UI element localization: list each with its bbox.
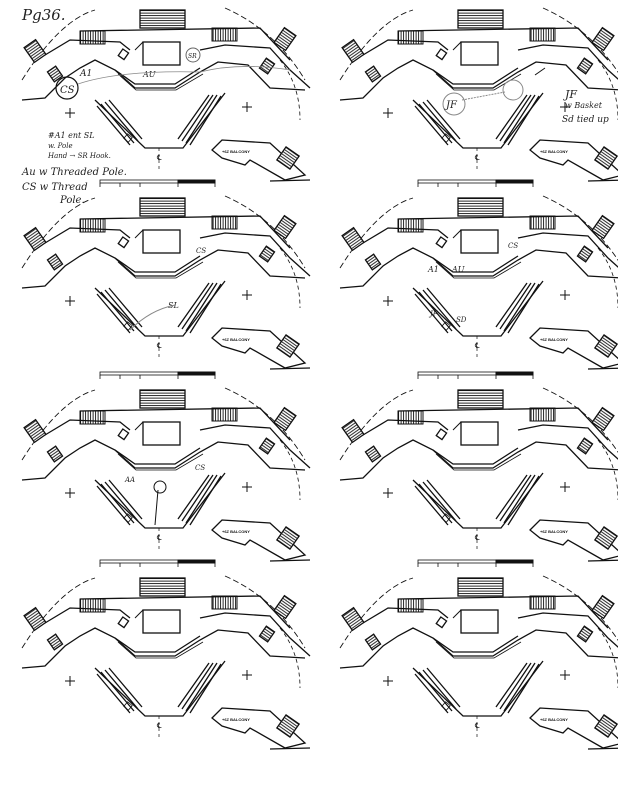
actor-marker-sr [185,47,201,63]
scale-bar [99,371,216,380]
note-line: w Basket [565,101,603,110]
marker-label: A1 [427,265,439,274]
note-line: JF [563,88,577,101]
centerline-label: ℄ [475,154,480,162]
stage-panel-3: +6Z BALCONY ℄ [21,179,311,370]
note-line: Sd tied up [562,115,609,125]
stage-plan [21,575,311,750]
note-line: CS w Thread [22,182,88,193]
actor-marker-au [502,79,524,101]
balcony-label: +6Z BALCONY [222,337,250,342]
scale-bar [99,559,216,568]
scale-bar [417,179,534,188]
scale-bar [417,559,534,568]
centerline-label: ℄ [157,534,162,542]
centerline-label: ℄ [475,722,480,730]
stage-panel-6: +6Z BALCONY ℄ [339,371,618,562]
marker-label: SD [456,316,467,324]
balcony-label: +6Z BALCONY [540,149,568,154]
centerline-label: ℄ [475,534,480,542]
note-line: w. Pole [48,142,73,150]
stage-panel-5: +6Z BALCONY ℄ [21,371,311,562]
stage-panel-7: +6Z BALCONY ℄ [21,559,311,750]
balcony-label: +6Z BALCONY [222,149,250,154]
note-line: Hand → SR Hook. [47,152,111,160]
scale-bar [417,371,534,380]
marker-label: CS [60,85,75,96]
note-line: #A1 ent SL [48,131,95,140]
panel-4-annotations: AU A1 JF SD CS [427,242,518,324]
balcony-label: +6Z BALCONY [222,717,250,722]
stage-panel-2: +6Z BALCONY ℄ [339,7,618,182]
note-line: Pole. [59,195,85,206]
marker-label: A1 [79,69,92,79]
centerline-label: ℄ [157,154,162,162]
panel-3-annotations: CS SL [129,247,206,331]
centerline-label: ℄ [157,722,162,730]
marker-label: CS [196,247,206,255]
marker-label: AU [451,265,465,274]
marker-label: SR [188,53,197,60]
panel-1-annotations: CS A1 AU SR #A1 ent SL w. Pole Hand → SR… [21,47,291,206]
panel-2-annotations: JF JF w Basket Sd tied up [442,67,609,125]
balcony-label: +6Z BALCONY [540,529,568,534]
stage-panel-1: +6Z BALCONY ℄ [21,7,311,182]
actor-marker-jf [442,92,466,116]
marker-label: CS [195,464,205,472]
balcony-label: +6Z BALCONY [540,337,568,342]
centerline-label: ℄ [157,342,162,350]
marker-label: AU [142,70,156,79]
stage-plan [21,387,311,562]
centerline-label: ℄ [475,342,480,350]
balcony-label: +6Z BALCONY [222,529,250,534]
balcony-label: +6Z BALCONY [540,717,568,722]
stage-panel-4: +6Z BALCONY ℄ [339,179,618,370]
note-line: Au w Threaded Pole. [21,167,127,178]
stage-panel-8: +6Z BALCONY ℄ [339,559,618,750]
marker-label: AA [124,476,135,484]
stage-plan [21,195,311,370]
marker-label: JF [444,100,458,111]
page-label: Pg36. [21,6,66,24]
marker-label: JF [428,310,439,318]
marker-label: CS [508,242,518,250]
actor-marker-cs [55,76,79,100]
scale-bar [99,179,216,188]
panel-5-annotations: AA CS [124,464,205,526]
